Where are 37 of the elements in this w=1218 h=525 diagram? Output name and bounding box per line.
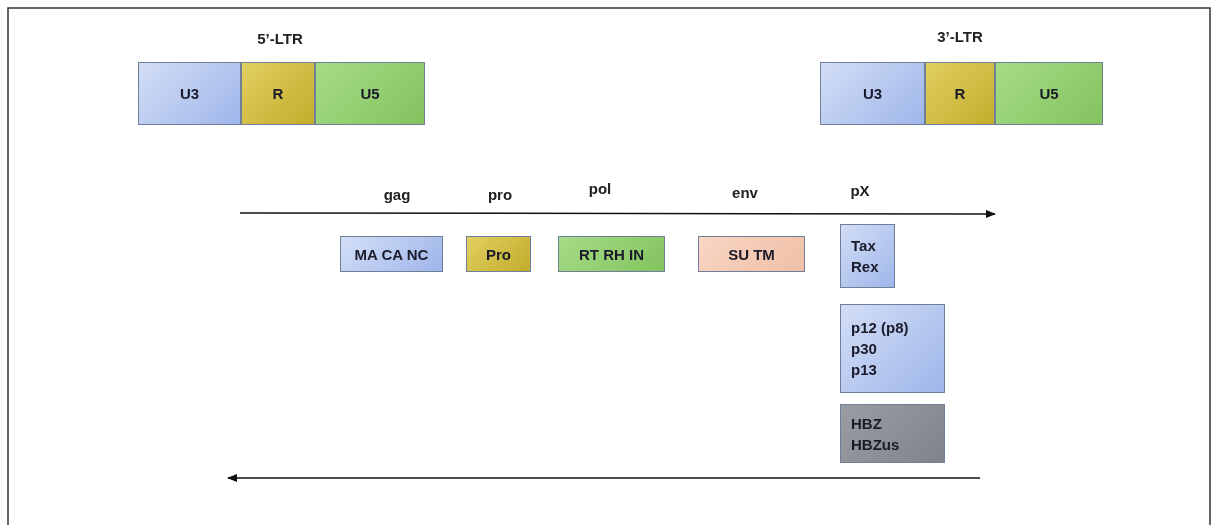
gene-box bbox=[466, 236, 531, 272]
gene-label: gag bbox=[383, 186, 411, 203]
gene-box bbox=[840, 224, 895, 288]
gene-name: SU TM bbox=[728, 244, 775, 265]
gene-label: pX bbox=[850, 182, 870, 199]
ltr-segment bbox=[138, 62, 241, 125]
gene-name: U3 bbox=[862, 84, 883, 104]
gene-name: RT RH IN bbox=[579, 244, 644, 265]
gene-name: p13 bbox=[851, 360, 877, 380]
gene-name: p12 (p8) bbox=[851, 318, 909, 338]
gene-name: U3 bbox=[179, 84, 200, 104]
ltr-segment bbox=[820, 62, 925, 125]
gene-name: Rex bbox=[851, 257, 879, 277]
ltr-segment bbox=[241, 62, 315, 125]
ltr-segment bbox=[925, 62, 995, 125]
gene-name: R bbox=[272, 84, 284, 104]
gene-name: Tax bbox=[851, 236, 876, 256]
gene-name: R bbox=[954, 84, 966, 104]
gene-label: pro bbox=[487, 186, 513, 203]
ltr-segment bbox=[315, 62, 425, 125]
ltr-segment bbox=[995, 62, 1103, 125]
gene-label: pol bbox=[588, 180, 612, 197]
gene-name: Pro bbox=[486, 244, 511, 265]
gene-label: env bbox=[732, 184, 758, 201]
gene-name: U5 bbox=[360, 84, 380, 104]
gene-name: p30 bbox=[851, 339, 877, 359]
gene-box bbox=[840, 404, 945, 463]
gene-name: U5 bbox=[1039, 84, 1059, 104]
ltr-heading: 5’-LTR bbox=[257, 30, 303, 47]
gene-name: MA CA NC bbox=[354, 244, 429, 265]
gene-name: HBZ bbox=[851, 413, 882, 434]
gene-box bbox=[340, 236, 443, 272]
gene-box bbox=[840, 304, 945, 393]
gene-box bbox=[698, 236, 805, 272]
gene-box bbox=[558, 236, 665, 272]
gene-name: HBZus bbox=[851, 434, 900, 455]
ltr-heading: 3’-LTR bbox=[937, 28, 983, 45]
